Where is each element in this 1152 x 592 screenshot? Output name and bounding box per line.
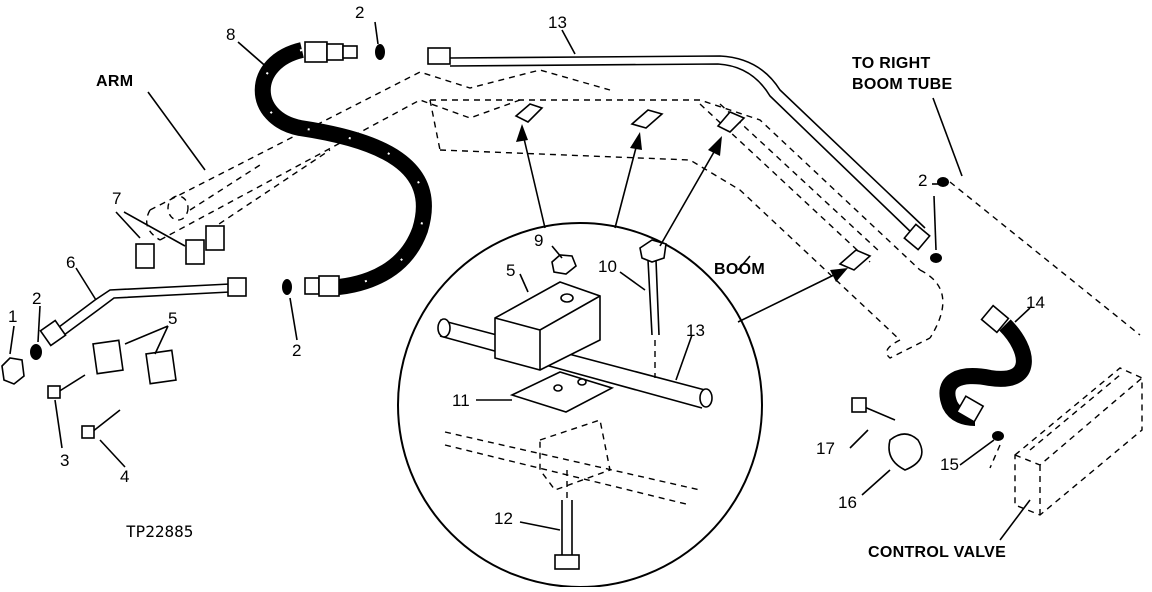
guide-to-valve — [949, 181, 1141, 336]
part-number-2-left: 2 — [32, 289, 42, 308]
part-number-7: 7 — [112, 189, 122, 208]
part-number-2-right: 2 — [918, 171, 928, 190]
part-number-15: 15 — [940, 455, 959, 474]
callout-to-right-line1: TO RIGHT — [852, 55, 931, 72]
callout-to-right-line2: BOOM TUBE — [852, 76, 953, 93]
part-number-9: 9 — [534, 231, 544, 250]
part-number-4: 4 — [120, 467, 130, 486]
part-number-2-top: 2 — [355, 3, 365, 22]
arm-outline — [146, 69, 611, 241]
part-number-5-detail: 5 — [506, 261, 516, 280]
part-number-16: 16 — [838, 493, 857, 512]
part-number-3: 3 — [60, 451, 70, 470]
part-number-11: 11 — [452, 391, 470, 410]
leader-lines — [9, 21, 1031, 541]
part-number-12: 12 — [494, 509, 513, 528]
hose-8 — [254, 42, 432, 296]
part-number-14: 14 — [1026, 293, 1045, 312]
control-valve — [1014, 367, 1143, 516]
hose-14 — [939, 319, 1032, 426]
boom-outline — [429, 99, 944, 359]
figure-reference: TP22885 — [126, 522, 194, 541]
callout-arm: ARM — [96, 73, 134, 90]
part-number-8: 8 — [226, 25, 236, 44]
part-number-2-lower: 2 — [292, 341, 302, 360]
part-number-17: 17 — [816, 439, 835, 458]
detail-view — [397, 222, 763, 588]
boom-brackets — [514, 103, 872, 271]
part-number-5-left: 5 — [168, 309, 178, 328]
part-number-1: 1 — [8, 307, 18, 326]
part-number-6: 6 — [66, 253, 76, 272]
callout-boom: BOOM — [714, 261, 765, 278]
fittings — [1, 41, 1010, 441]
part-number-10: 10 — [598, 257, 617, 276]
tube-13 — [449, 55, 926, 237]
part-number-13-top: 13 — [548, 13, 567, 32]
clamps — [47, 225, 923, 471]
part-number-13-detail: 13 — [686, 321, 705, 340]
tube-6 — [54, 283, 231, 339]
detail-arrows — [516, 124, 848, 323]
callout-control-valve: CONTROL VALVE — [868, 544, 1007, 561]
